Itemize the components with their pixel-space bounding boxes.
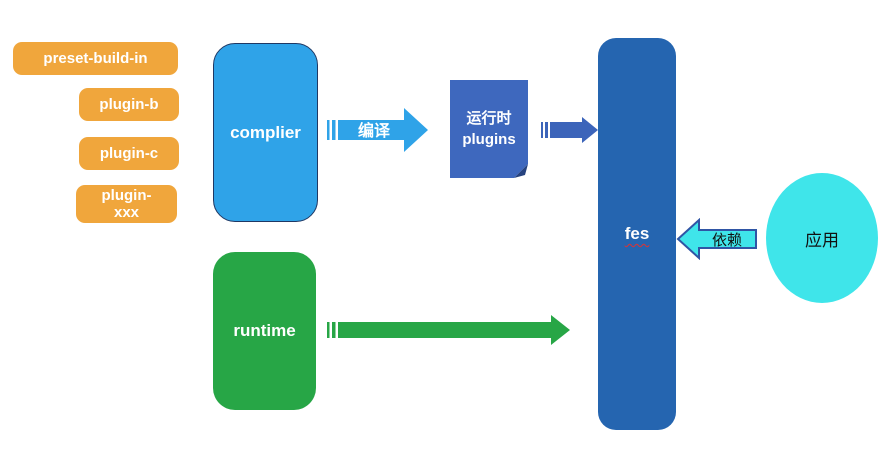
runtime-plugins-label-line1: 运行时 [466, 110, 512, 127]
node-runtime-plugins: 运行时 plugins [450, 80, 528, 178]
note-fold-icon [514, 164, 528, 178]
left-arrow-icon [676, 218, 757, 260]
node-complier: complier [213, 43, 318, 222]
depend-arrow: 依赖 [676, 218, 757, 260]
arrow-stripe-icon [327, 322, 330, 338]
runtime-plugins-label: 运行时 plugins [450, 80, 528, 178]
right-arrow-icon [338, 315, 570, 345]
fes-label: fes [624, 224, 650, 243]
compile-arrow: 编译 [327, 108, 428, 152]
node-runtime: runtime [213, 252, 316, 410]
chip-plugin-c: plugin-c [79, 137, 179, 170]
runtime-plugins-label-line2: plugins [462, 131, 516, 148]
node-fes: fes [598, 38, 676, 430]
chip-plugin-b: plugin-b [79, 88, 179, 121]
chip-plugin-xxx-label: plugin-xxx [101, 187, 152, 221]
arrow-stripe-icon [332, 322, 336, 338]
note-shape [450, 80, 528, 178]
runtime-to-fes-arrow [327, 315, 570, 345]
app-label: 应用 [805, 230, 839, 250]
arrow-stripe-icon [545, 122, 548, 138]
arrow-stripe-icon [541, 122, 543, 138]
runtime-label: runtime [233, 321, 296, 340]
compile-arrow-label: 编译 [358, 121, 391, 140]
chip-preset-build-in: preset-build-in [13, 42, 178, 75]
depend-arrow-label: 依赖 [712, 232, 742, 249]
folded-note-icon [450, 80, 528, 178]
arrow-stripe-icon [332, 120, 336, 140]
chip-plugin-xxx: plugin-xxx [76, 185, 177, 223]
plugins-to-fes-arrow [541, 117, 598, 143]
right-arrow-icon [550, 117, 598, 143]
right-arrow-icon [338, 108, 428, 152]
complier-label: complier [230, 122, 301, 142]
node-app: 应用 [766, 173, 878, 303]
arrow-stripe-icon [327, 120, 330, 140]
